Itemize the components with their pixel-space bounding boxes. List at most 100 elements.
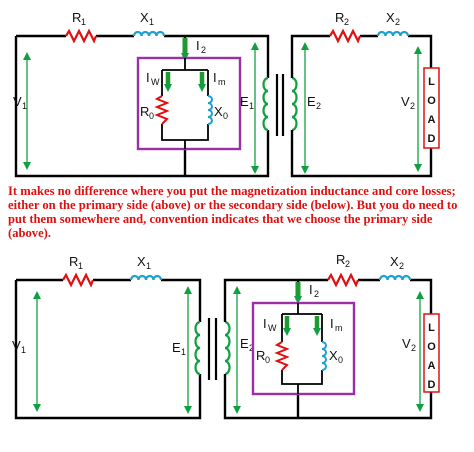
bottom-label-r1: R 1 xyxy=(69,254,83,271)
top-label-r1: R 1 xyxy=(72,10,86,27)
svg-text:X: X xyxy=(390,254,399,269)
svg-text:1: 1 xyxy=(78,261,83,271)
top-label-x1: X 1 xyxy=(140,10,154,27)
svg-text:R: R xyxy=(256,348,265,363)
top-label-x0: X 0 xyxy=(214,104,228,121)
bottom-secondary-wires xyxy=(223,278,433,420)
svg-text:D: D xyxy=(428,133,436,145)
svg-text:E: E xyxy=(240,94,249,109)
top-secondary-winding xyxy=(291,76,298,132)
svg-text:D: D xyxy=(428,379,436,391)
svg-text:X: X xyxy=(386,10,395,25)
bottom-label-x0: X 0 xyxy=(329,348,343,365)
top-label-im: I m xyxy=(213,70,226,87)
svg-text:1: 1 xyxy=(21,345,26,355)
bottom-load: L O A D xyxy=(423,313,440,393)
svg-text:1: 1 xyxy=(146,261,151,271)
svg-text:I: I xyxy=(309,282,313,297)
top-load-box xyxy=(423,67,440,149)
top-inductor-x1 xyxy=(132,30,166,37)
top-label-v2: V 2 xyxy=(401,94,415,111)
svg-text:R: R xyxy=(72,10,81,25)
bottom-label-v1: V 1 xyxy=(12,338,26,355)
top-label-e1: E 1 xyxy=(240,94,254,111)
svg-text:2: 2 xyxy=(316,101,321,111)
svg-text:O: O xyxy=(427,95,436,107)
top-transformer xyxy=(262,74,298,136)
bottom-label-r0: R 0 xyxy=(256,348,270,365)
top-label-r2: R 2 xyxy=(335,10,349,27)
bottom-resistor-r1 xyxy=(62,272,95,288)
svg-text:2: 2 xyxy=(410,101,415,111)
top-circuit: R 1 X 1 V 1 I 2 xyxy=(13,10,440,178)
svg-text:V: V xyxy=(401,94,410,109)
svg-text:W: W xyxy=(151,77,160,87)
bottom-primary-wires xyxy=(14,278,202,420)
svg-text:X: X xyxy=(329,348,338,363)
bottom-label-r2: R 2 xyxy=(336,252,350,269)
svg-text:m: m xyxy=(335,323,343,333)
bottom-label-x2: X 2 xyxy=(390,254,404,271)
bottom-load-box xyxy=(423,313,440,393)
svg-text:2: 2 xyxy=(344,17,349,27)
svg-text:0: 0 xyxy=(265,355,270,365)
svg-text:0: 0 xyxy=(223,111,228,121)
top-label-v1: V 1 xyxy=(13,94,27,111)
top-load: L O A D xyxy=(423,67,440,149)
top-label-x2: X 2 xyxy=(386,10,400,27)
svg-text:I: I xyxy=(213,70,217,85)
svg-text:R: R xyxy=(335,10,344,25)
svg-text:R: R xyxy=(69,254,78,269)
bottom-label-iw: I W xyxy=(263,316,277,333)
svg-text:1: 1 xyxy=(22,101,27,111)
bottom-shunt-wires xyxy=(281,303,323,394)
svg-text:E: E xyxy=(172,340,181,355)
svg-text:2: 2 xyxy=(411,343,416,353)
explanation-caption: It makes no difference where you put the… xyxy=(8,184,458,240)
svg-text:E: E xyxy=(307,94,316,109)
top-resistor-r1 xyxy=(65,28,98,44)
bottom-secondary-winding xyxy=(224,320,231,376)
top-primary-winding xyxy=(262,76,269,132)
svg-text:X: X xyxy=(137,254,146,269)
top-label-i2: I 2 xyxy=(196,38,206,55)
bottom-inductor-x0 xyxy=(321,341,327,371)
svg-text:2: 2 xyxy=(395,17,400,27)
bottom-label-v2: V 2 xyxy=(402,336,416,353)
svg-text:V: V xyxy=(402,336,411,351)
svg-text:V: V xyxy=(12,338,21,353)
top-inductor-x2 xyxy=(376,30,410,37)
svg-text:O: O xyxy=(427,341,436,353)
top-label-r0: R 0 xyxy=(140,104,154,121)
svg-text:X: X xyxy=(214,104,223,119)
svg-text:I: I xyxy=(263,316,267,331)
svg-text:R: R xyxy=(140,104,149,119)
svg-text:1: 1 xyxy=(81,17,86,27)
top-primary-wires xyxy=(14,34,270,178)
svg-text:2: 2 xyxy=(399,261,404,271)
svg-text:0: 0 xyxy=(149,111,154,121)
bottom-resistor-r2 xyxy=(327,272,360,288)
top-shunt-wires xyxy=(161,58,209,149)
svg-text:I: I xyxy=(146,70,150,85)
top-secondary-wires xyxy=(290,34,433,178)
bottom-transformer xyxy=(194,318,231,380)
svg-text:0: 0 xyxy=(338,355,343,365)
bottom-shunt-box xyxy=(251,301,356,396)
bottom-resistor-r0 xyxy=(274,341,290,371)
top-resistor-r2 xyxy=(329,28,362,44)
svg-text:X: X xyxy=(140,10,149,25)
svg-text:1: 1 xyxy=(249,101,254,111)
bottom-circuit: R 1 X 1 V 1 E 1 xyxy=(12,252,440,420)
bottom-label-i2: I 2 xyxy=(309,282,319,299)
top-inductor-x0 xyxy=(207,95,213,125)
bottom-inductor-x1 xyxy=(129,274,163,281)
top-label-e2: E 2 xyxy=(307,94,321,111)
svg-text:V: V xyxy=(13,94,22,109)
svg-text:2: 2 xyxy=(314,289,319,299)
svg-text:1: 1 xyxy=(181,347,186,357)
svg-text:1: 1 xyxy=(149,17,154,27)
svg-text:W: W xyxy=(268,323,277,333)
bottom-label-x1: X 1 xyxy=(137,254,151,271)
